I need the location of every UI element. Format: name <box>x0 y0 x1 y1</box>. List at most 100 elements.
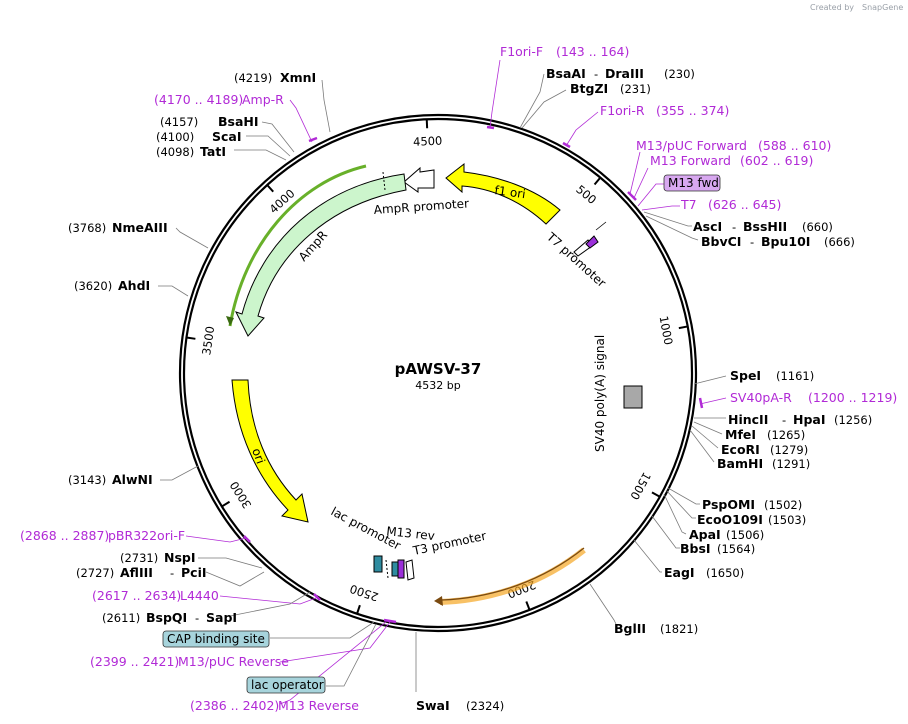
mfei-pos: (1265) <box>767 428 805 442</box>
m13puc-forward-name: M13/pUC Forward <box>636 138 747 153</box>
svg-text:-: - <box>750 235 754 249</box>
bbvci-pos: (666) <box>824 235 855 249</box>
svg-text:-: - <box>195 611 199 625</box>
backbone <box>178 113 698 633</box>
hpai-name: HpaI <box>793 412 826 427</box>
tick-mark <box>221 500 231 508</box>
m13-reverse-range: (2386 .. 2402) <box>190 698 279 713</box>
f1ori-f-name: F1ori-F <box>500 44 543 59</box>
svg-text:-: - <box>782 413 786 427</box>
tick-label: 1500 <box>627 470 653 502</box>
tick-label: 2500 <box>348 582 380 605</box>
eagi-pos: (1650) <box>706 566 744 580</box>
spei-pos: (1161) <box>776 369 814 383</box>
svg-text:-: - <box>594 67 598 81</box>
bsahi-pos: (4157) <box>160 115 198 129</box>
afliii-pos: (2727) <box>76 566 114 580</box>
f1ori-r-range: (355 .. 374) <box>656 103 729 118</box>
cap-binding-site-box[interactable] <box>162 630 270 648</box>
m13-fwd-box-label: M13 fwd <box>668 176 719 190</box>
m13puc-reverse-name: M13/pUC Reverse <box>178 654 289 669</box>
bsaai-pos: (230) <box>664 67 695 81</box>
alwni-pos: (3143) <box>68 473 106 487</box>
l4440-name: L4440 <box>180 588 219 603</box>
lac-region[interactable] <box>373 555 415 581</box>
leader-lines <box>158 59 727 705</box>
tick-mark <box>266 184 274 193</box>
bamhi-name: BamHI <box>717 456 763 471</box>
sv40pa-r-name: SV40pA-R <box>730 390 792 405</box>
bspqi-name: BspQI <box>146 610 187 625</box>
nspi-pos: (2731) <box>120 551 158 565</box>
mfei-name: MfeI <box>725 427 756 442</box>
sapi-name: SapI <box>206 610 237 625</box>
tick-label: 1000 <box>657 315 676 346</box>
tati-pos: (4098) <box>156 145 194 159</box>
eagi-name: EagI <box>664 565 695 580</box>
bbvci-name: BbvCI <box>701 234 741 249</box>
pspomi-name: PspOMI <box>702 497 755 512</box>
m13-forward-range: (602 .. 619) <box>740 153 813 168</box>
ahdi-pos: (3620) <box>74 279 112 293</box>
ahdi-name: AhdI <box>118 278 150 293</box>
asci-name: AscI <box>693 219 722 234</box>
svg-text:-: - <box>732 220 736 234</box>
tick-mark <box>651 491 661 498</box>
alwni-name: AlwNI <box>112 472 153 487</box>
bsahi-name: BsaHI <box>218 114 259 129</box>
tick-label: 3000 <box>227 479 254 511</box>
lac-operator-box[interactable] <box>246 676 326 694</box>
bpu10i-name: Bpu10I <box>761 234 810 249</box>
t7-promoter-label: T7 promoter <box>543 229 608 290</box>
f1-ori-label: f1 ori <box>494 183 527 201</box>
pbr322ori-f-range: (2868 .. 2887) <box>20 528 109 543</box>
tick-label: 4500 <box>413 134 443 149</box>
afliii-name: AflIII <box>120 565 153 580</box>
draiii-name: DraIII <box>605 66 644 81</box>
ecoo109i-pos: (1503) <box>768 513 806 527</box>
pspomi-pos: (1502) <box>764 498 802 512</box>
m13puc-forward-range: (588 .. 610) <box>758 138 831 153</box>
t7-primer-name: T7 <box>680 197 697 212</box>
f1ori-f-range: (143 .. 164) <box>556 44 629 59</box>
tick-mark <box>593 176 602 186</box>
annotations: F1ori-F (143 .. 164) BsaAI - DraIII (230… <box>20 44 897 713</box>
apai-name: ApaI <box>689 527 721 542</box>
tick-label: 500 <box>573 182 599 207</box>
xmni-name: XmnI <box>280 70 316 85</box>
amp-r-range: (4170 .. 4189) <box>154 92 243 107</box>
xmni-pos: (4219) <box>234 71 272 85</box>
snapgene-logo: SnapGene <box>862 3 903 12</box>
scai-name: ScaI <box>212 129 242 144</box>
ampr-promoter-arrow[interactable] <box>403 166 435 193</box>
m13puc-reverse-range: (2399 .. 2421) <box>90 654 179 669</box>
plasmid-length: 4532 bp <box>415 379 460 392</box>
m13-rev-label: M13 rev <box>386 524 436 543</box>
bglii-pos: (1821) <box>660 622 698 636</box>
asci-pos: (660) <box>802 220 833 234</box>
hincii-name: HincII <box>728 412 768 427</box>
bspqi-pos: (2611) <box>102 611 140 625</box>
m13-forward-name: M13 Forward <box>650 153 731 168</box>
f1-ori-arrow[interactable] <box>445 162 561 225</box>
m13-fwd-box[interactable] <box>663 174 721 192</box>
ori-arrow[interactable] <box>231 379 309 523</box>
sv40-polya-box[interactable] <box>623 385 643 409</box>
ecori-pos: (1279) <box>770 443 808 457</box>
swai-name: SwaI <box>416 698 450 713</box>
t7-promoter-marker[interactable] <box>573 221 607 257</box>
scai-pos: (4100) <box>156 130 194 144</box>
plasmid-name: pAWSV-37 <box>395 360 482 378</box>
bsshii-name: BssHII <box>743 219 787 234</box>
btgzi-name: BtgZI <box>570 81 608 96</box>
sv40-polya-label: SV40 poly(A) signal <box>593 335 607 452</box>
orange-feature-arrow[interactable] <box>439 547 586 605</box>
ampr-arrow[interactable] <box>235 173 407 337</box>
tick-label: 3500 <box>199 325 217 356</box>
bbsi-pos: (1564) <box>717 542 755 556</box>
tati-name: TatI <box>200 144 226 159</box>
nmeaiii-pos: (3768) <box>68 221 106 235</box>
spei-name: SpeI <box>730 368 761 383</box>
tick-mark <box>186 336 196 340</box>
